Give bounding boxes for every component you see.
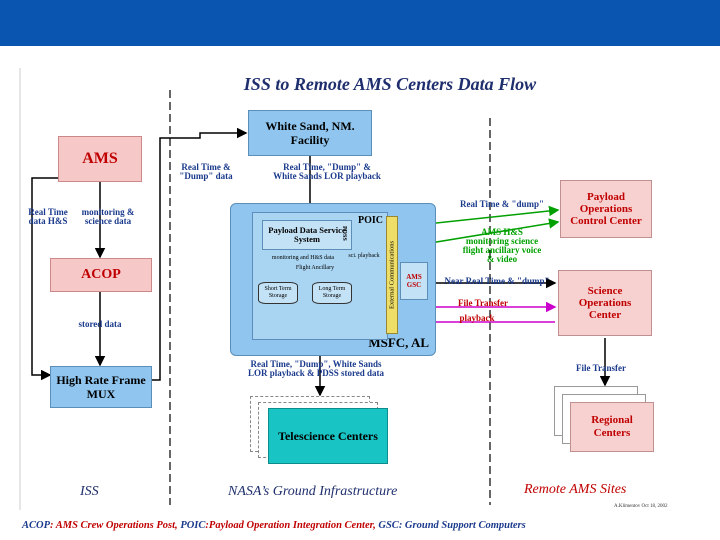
acop-box: ACOP	[50, 258, 152, 292]
footer-gsc-abbr: GSC	[378, 520, 399, 531]
arrow-hrfm-whitesand	[152, 127, 248, 381]
footer-gsc-text: : Ground Support Computers	[398, 520, 526, 531]
white-sand-box: White Sand, NM. Facility	[248, 110, 372, 156]
pdss-box: Payload Data Service System	[262, 220, 352, 250]
label-playback: playback	[459, 313, 495, 323]
hrfm-box: High Rate Frame MUX	[50, 366, 152, 408]
external-comm-bar: External Communications	[386, 216, 398, 334]
payload-ops-box: Payload Operations Control Center	[560, 180, 652, 238]
long-term-storage: Long Term Storage	[312, 282, 352, 304]
ams-box: AMS	[58, 136, 142, 182]
telescience-box: Telescience Centers	[268, 408, 388, 464]
footer-poic-text: :Payload Operation Integration Center,	[205, 520, 379, 531]
footer-legend: ACOP: AMS Crew Operations Post, POIC:Pay…	[22, 520, 526, 531]
label-rt-dump-1: Real Time & "Dump" data	[179, 162, 233, 181]
header-bar	[0, 0, 720, 46]
label-monitoring-science: monitoring & science data	[81, 207, 135, 226]
short-term-storage: Short Term Storage	[258, 282, 298, 304]
footer-poic-abbr: POIC	[180, 520, 206, 531]
science-ops-box: Science Operations Center	[558, 270, 652, 336]
region-nasa: NASA’s Ground Infrastructure	[228, 484, 398, 499]
footer-acop-text: : AMS Crew Operations Post,	[50, 520, 181, 531]
label-file-transfer-1: File Transfer	[458, 298, 508, 308]
label-rt-dump-2: Real Time & "dump"	[460, 199, 544, 209]
label-real-time-hs: Real Time data H&S	[28, 207, 68, 226]
label-flight-ancillary: Flight Ancillary	[295, 265, 335, 271]
label-stored-data: stored data	[78, 319, 122, 329]
label-rt-dump-ws: Real Time, "Dump" & White Sands LOR play…	[273, 162, 381, 181]
label-sci-playback: sci. playback	[348, 253, 380, 259]
arrow-ams-hrfm	[31, 177, 58, 381]
regional-box: Regional Centers	[570, 402, 654, 452]
footer-acop-abbr: ACOP	[22, 520, 51, 531]
diagram-title: ISS to Remote AMS Centers Data Flow	[243, 74, 537, 94]
label-rt-dump-pdss: Real Time, "Dump", White Sands LOR playb…	[247, 359, 385, 378]
label-monitoring-hs-ops: monitoring and H&S data	[271, 255, 335, 261]
region-remote: Remote AMS Sites	[524, 482, 627, 497]
region-iss: ISS	[80, 484, 99, 499]
ams-gsc-box: AMS GSC	[400, 262, 428, 300]
credit-text: A.Klimentov Oct 18, 2002	[614, 504, 668, 509]
label-ams-hs-monitoring: AMS H&S monitoring science flight ancill…	[462, 227, 542, 264]
label-near-rt-dump: Near Real Time & "dump"	[444, 276, 550, 286]
label-file-transfer-2: File Transfer	[576, 363, 626, 373]
pdss-tag: PDSS	[341, 226, 347, 241]
